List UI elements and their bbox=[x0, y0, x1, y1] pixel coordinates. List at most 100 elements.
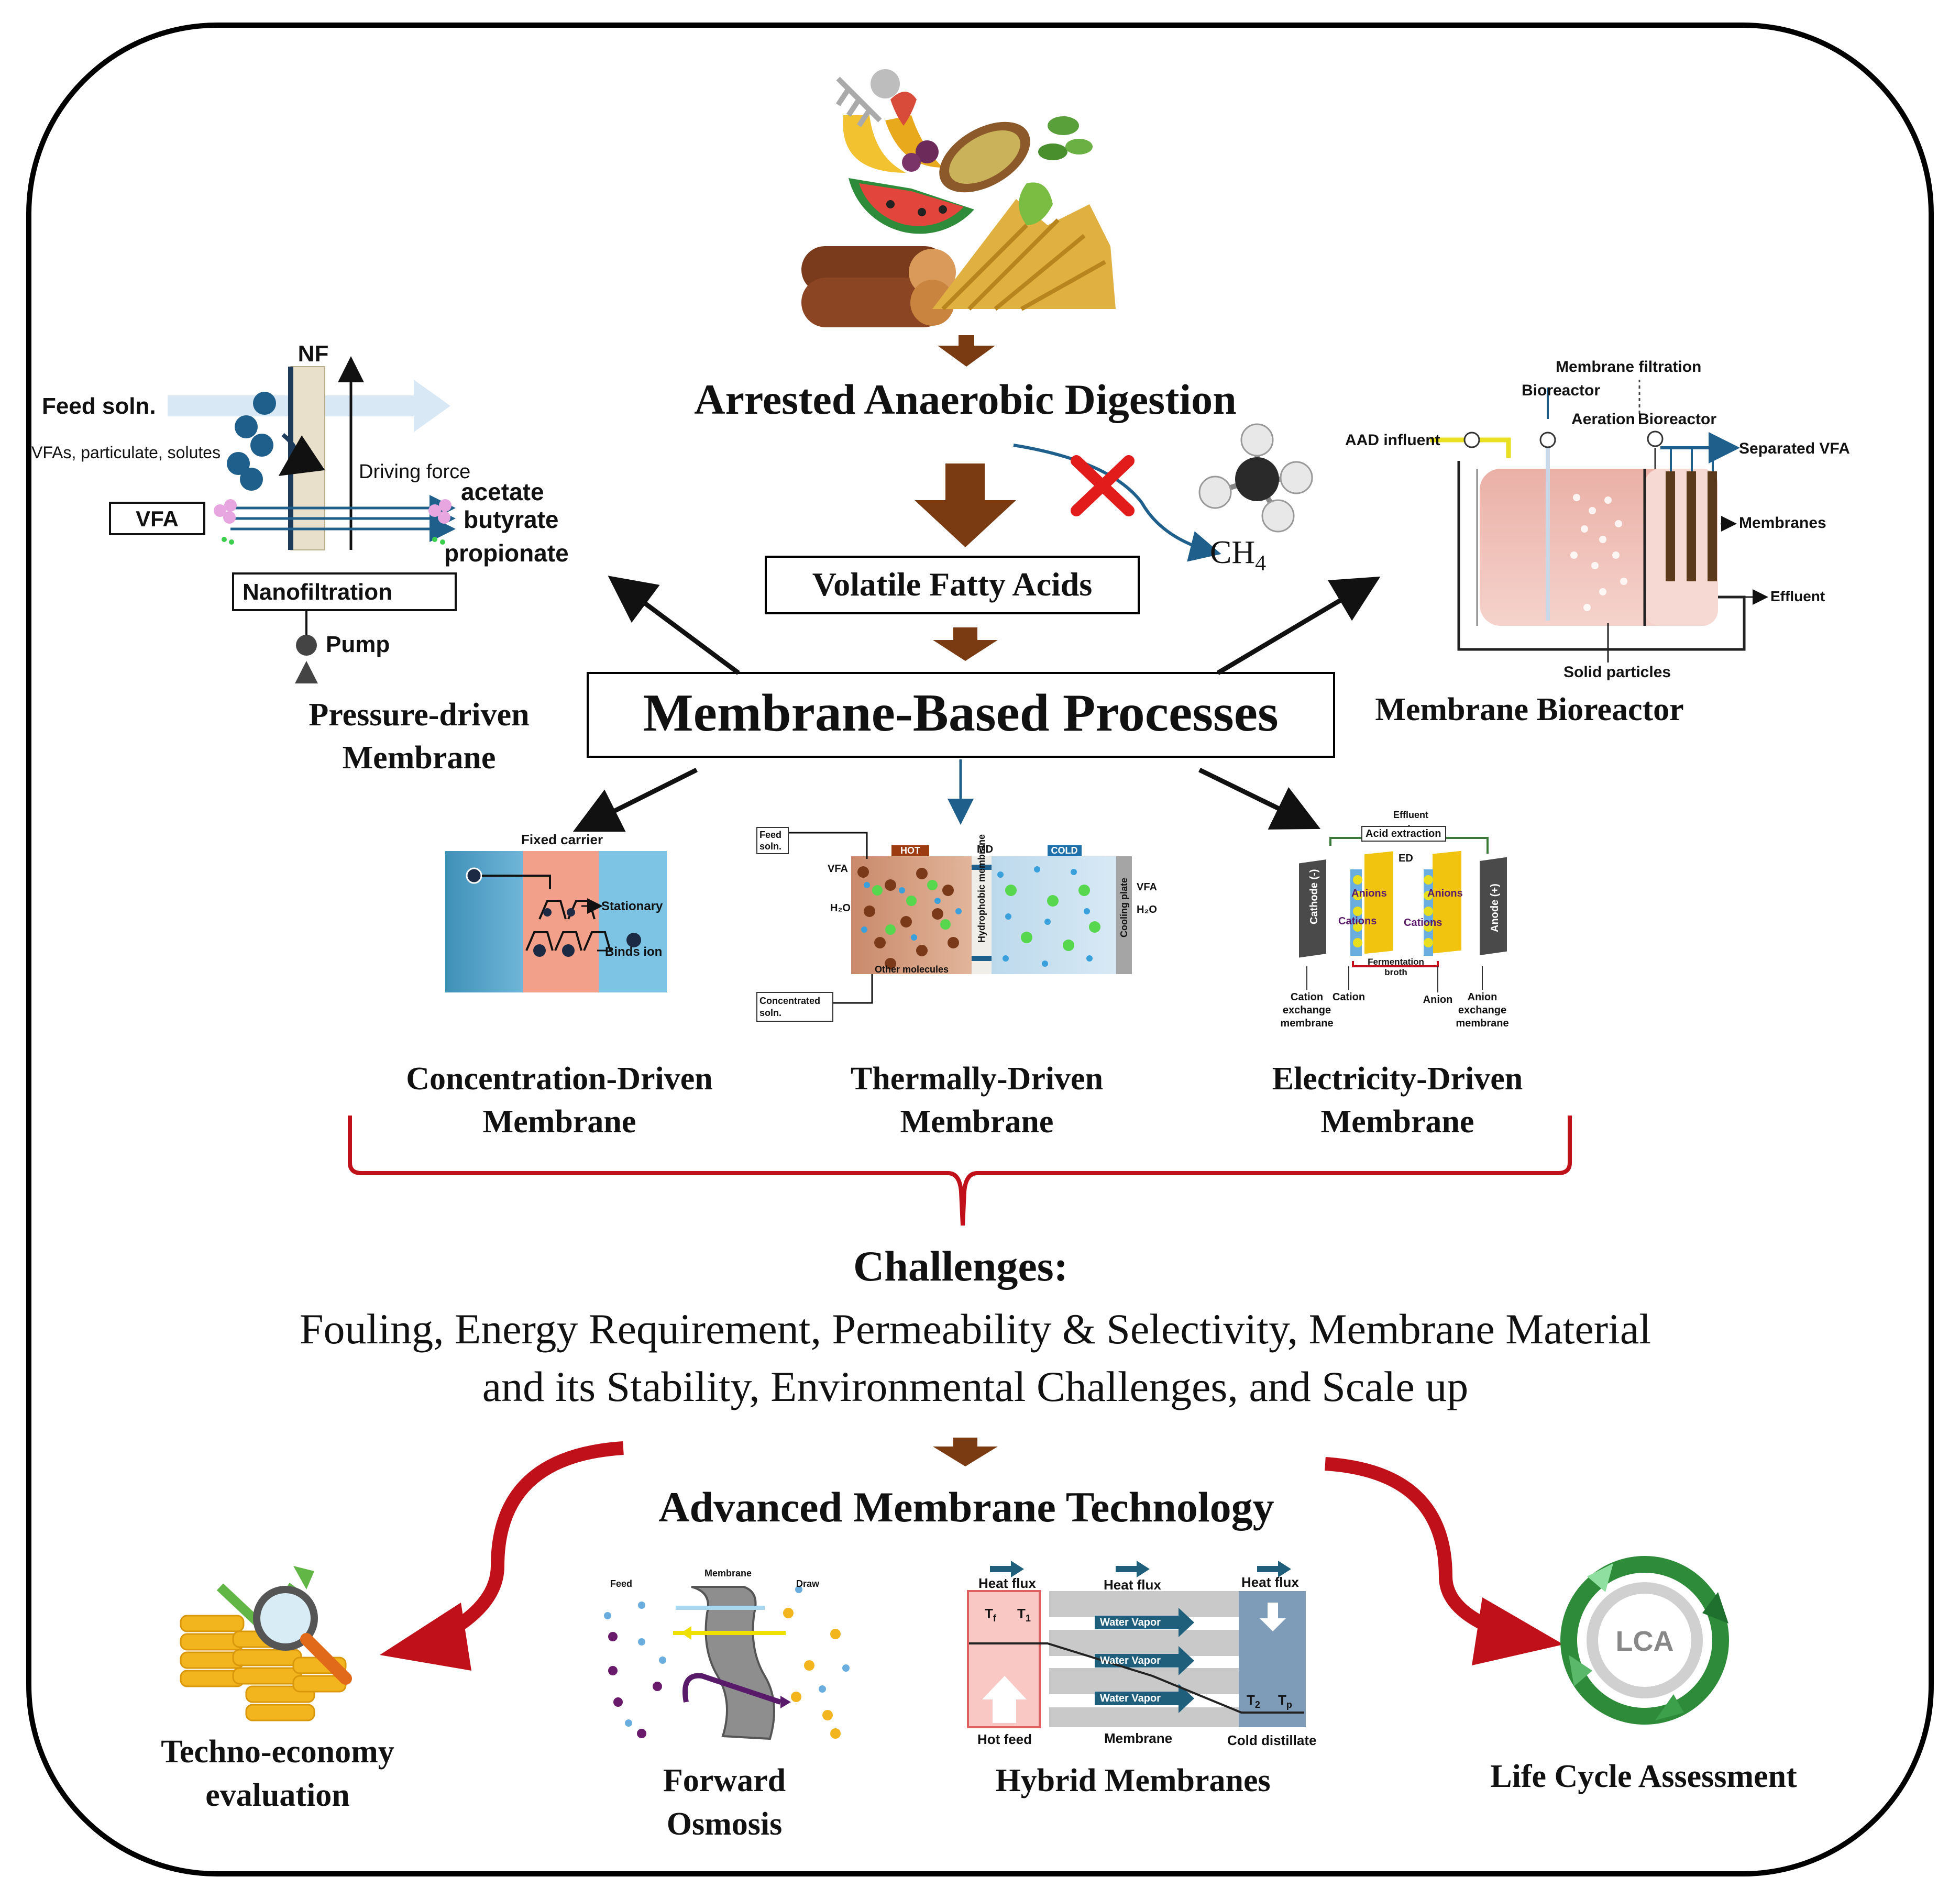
thermal-label-1: Thermally-Driven bbox=[851, 1061, 1103, 1097]
thermal-other-molecules: Other molecules bbox=[875, 964, 949, 975]
ed-cation: Cation bbox=[1333, 991, 1365, 1003]
vfa-box-label: Volatile Fatty Acids bbox=[812, 566, 1093, 603]
ed-anions-1: Anions bbox=[1351, 888, 1387, 899]
fo-draw-label: Draw bbox=[796, 1578, 820, 1589]
t2-label: T2 bbox=[1247, 1692, 1260, 1710]
mbr-aeration-label: Aeration bbox=[1571, 411, 1635, 428]
ed-cations-2: Cations bbox=[1404, 917, 1442, 929]
vfas-solutes-label: VFAs, particulate, solutes bbox=[31, 443, 221, 462]
ed-fermentation-2: broth bbox=[1384, 967, 1407, 977]
fo-feed-label: Feed bbox=[610, 1578, 632, 1589]
thermal-feed-2: soln. bbox=[759, 841, 781, 852]
thermal-h2o-left: H₂O bbox=[830, 902, 851, 914]
ed-cathode: Cathode (-) bbox=[1308, 869, 1320, 924]
blocked-x-icon bbox=[1071, 455, 1135, 516]
thermal-vfa-left: VFA bbox=[828, 863, 848, 875]
cold-distillate-label: Cold distillate bbox=[1227, 1732, 1316, 1748]
pump-label: Pump bbox=[326, 632, 390, 657]
nf-label: NF bbox=[298, 341, 329, 367]
concentration-label-1: Concentration-Driven bbox=[406, 1061, 712, 1097]
arrow-to-pressure bbox=[608, 576, 740, 675]
electric-label-2: Membrane bbox=[1321, 1104, 1474, 1140]
red-curve-left-head bbox=[380, 1603, 471, 1671]
red-curve-right bbox=[1325, 1457, 1511, 1641]
fo-label-2: Osmosis bbox=[667, 1806, 782, 1842]
heat-flux-3: Heat flux bbox=[1241, 1574, 1299, 1590]
ed-effluent: Effluent bbox=[1393, 810, 1428, 820]
ed-aem-1: Anion bbox=[1468, 991, 1497, 1003]
heat-flux-2: Heat flux bbox=[1104, 1577, 1161, 1593]
membrane-processes-box bbox=[587, 672, 1335, 758]
ed-aem-2: exchange bbox=[1458, 1004, 1506, 1016]
thermal-cold: COLD bbox=[1051, 845, 1078, 856]
butyrate-label: butyrate bbox=[464, 506, 558, 533]
thermal-vfa-right: VFA bbox=[1137, 881, 1157, 893]
coins-magnifier-icon bbox=[180, 1566, 352, 1721]
arrested-ad-title: Arrested Anaerobic Digestion bbox=[694, 376, 1237, 423]
membrane-processes-title: Membrane-Based Processes bbox=[643, 683, 1278, 743]
mbr-membranes-label: Membranes bbox=[1739, 514, 1826, 532]
hybrid-membrane-label: Membrane bbox=[1104, 1730, 1172, 1746]
brown-arrow-1 bbox=[938, 335, 995, 367]
vfa-label: VFA bbox=[136, 506, 179, 531]
ed-fermentation-1: Fermentation bbox=[1368, 957, 1424, 967]
brown-arrow-3 bbox=[933, 627, 998, 661]
mbr-diagram bbox=[1430, 380, 1768, 663]
mbr-label: Membrane Bioreactor bbox=[1375, 692, 1683, 727]
methane-molecule-icon bbox=[1198, 423, 1313, 533]
forward-osmosis-diagram bbox=[604, 1586, 850, 1740]
pressure-driven-label-1: Pressure-driven bbox=[309, 697, 529, 733]
fixed-carrier-label: Fixed carrier bbox=[521, 832, 603, 847]
lca-icon-label: LCA bbox=[1616, 1626, 1674, 1657]
electric-label-1: Electricity-Driven bbox=[1272, 1061, 1523, 1097]
mbr-membrane-filtration: Membrane filtration bbox=[1556, 358, 1701, 376]
ed-cations-1: Cations bbox=[1338, 915, 1377, 927]
hybrid-membrane-diagram bbox=[967, 1561, 1306, 1728]
ed-aem-3: membrane bbox=[1456, 1018, 1508, 1029]
binds-ion-label: Binds ion bbox=[605, 945, 662, 959]
red-bracket bbox=[348, 1116, 1572, 1226]
water-vapor-1: Water Vapor bbox=[1100, 1617, 1161, 1628]
nanofiltration-diagram bbox=[109, 356, 457, 683]
arrow-to-electric bbox=[1198, 767, 1321, 830]
ed-cem-3: membrane bbox=[1280, 1018, 1333, 1029]
mbr-effluent-label: Effluent bbox=[1770, 588, 1825, 604]
t1-label: T1 bbox=[1017, 1606, 1031, 1624]
thermal-md: MD bbox=[977, 844, 993, 855]
thermal-label-2: Membrane bbox=[900, 1104, 1054, 1140]
red-curve-left bbox=[432, 1441, 624, 1646]
acetate-label: acetate bbox=[461, 478, 544, 505]
arrow-to-concentration bbox=[572, 767, 698, 832]
lca-label: Life Cycle Assessment bbox=[1490, 1759, 1797, 1794]
heat-flux-1: Heat flux bbox=[978, 1575, 1036, 1591]
stationary-label: Stationary bbox=[601, 899, 663, 913]
ch4-curve bbox=[1013, 444, 1221, 562]
thermal-concentrated-2: soln. bbox=[759, 1008, 781, 1018]
vfa-box bbox=[765, 556, 1140, 614]
concentration-diagram bbox=[445, 851, 667, 992]
mbr-solid-particles: Solid particles bbox=[1563, 664, 1671, 681]
thermal-h2o-right: H₂O bbox=[1137, 904, 1157, 915]
mbr-bioreactor2-label: Bioreactor bbox=[1638, 411, 1716, 428]
brown-arrow-4 bbox=[933, 1438, 998, 1466]
biomass-illustration bbox=[801, 69, 1116, 327]
tea-label-2: evaluation bbox=[205, 1777, 350, 1813]
outer-border bbox=[26, 23, 1934, 1876]
mbr-separated-vfa: Separated VFA bbox=[1739, 440, 1850, 457]
fo-label-1: Forward bbox=[663, 1763, 786, 1798]
thermal-hot: HOT bbox=[900, 845, 920, 856]
ed-acid-extraction: Acid extraction bbox=[1366, 828, 1441, 840]
thermal-diagram bbox=[756, 827, 1132, 1022]
nanofiltration-label: Nanofiltration bbox=[243, 579, 392, 605]
arrow-to-mbr bbox=[1216, 576, 1381, 675]
ed-cem-2: exchange bbox=[1283, 1004, 1331, 1016]
mbr-aad-influent: AAD influent bbox=[1345, 432, 1440, 449]
pressure-driven-label-2: Membrane bbox=[343, 740, 496, 776]
ed-cem-1: Cation bbox=[1291, 991, 1323, 1003]
fo-membrane-label: Membrane bbox=[704, 1568, 752, 1578]
concentration-label-2: Membrane bbox=[483, 1104, 636, 1140]
hot-feed-label: Hot feed bbox=[977, 1731, 1032, 1747]
challenges-line-2: and its Stability, Environmental Challen… bbox=[482, 1363, 1469, 1410]
red-curve-right-head bbox=[1472, 1597, 1563, 1665]
